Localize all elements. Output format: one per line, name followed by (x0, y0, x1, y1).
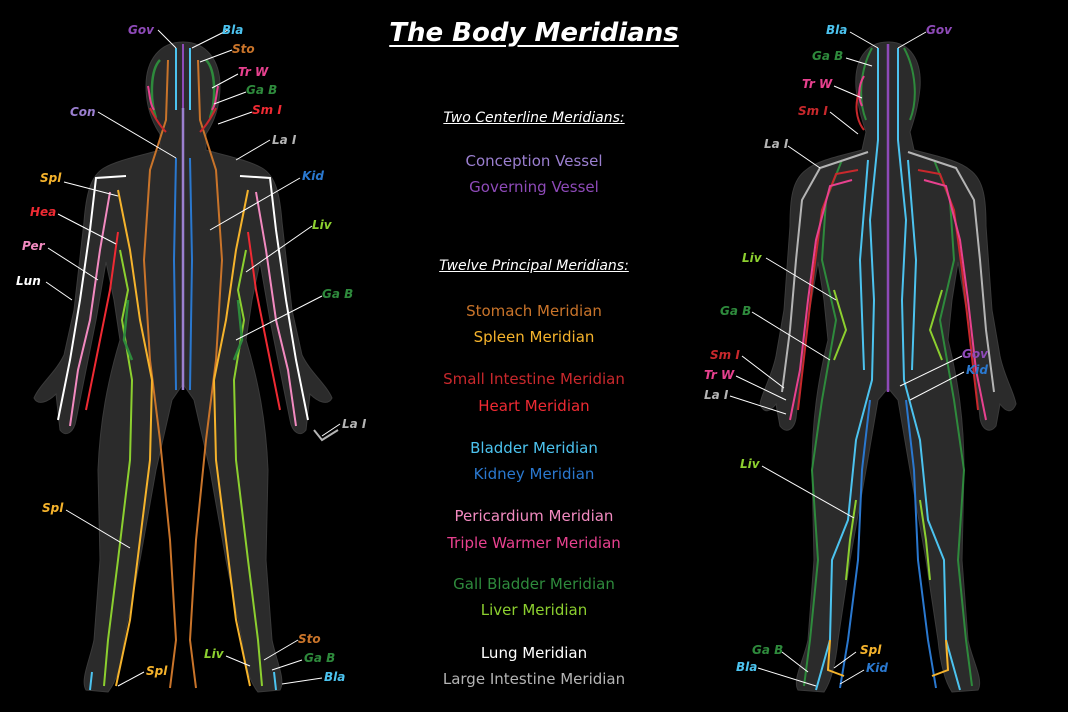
front-labels: Gov Bla Sto Tr W Ga B Sm I Con La I Spl … (16, 23, 367, 684)
front-lung-line-left (57, 175, 127, 421)
front-label-lai: La I (272, 133, 297, 147)
front-label-spl2: Spl (42, 501, 64, 515)
back-label-trw2: Tr W (704, 368, 735, 382)
back-large-intestine-line-right (907, 151, 995, 393)
back-label-spl: Spl (860, 643, 882, 657)
centerline-heading: Two Centerline Meridians: (443, 110, 625, 126)
back-small-intestine-line-right (917, 169, 979, 411)
front-label-hea: Hea (30, 205, 56, 219)
front-large-intestine-hand (313, 429, 339, 442)
back-label-smi: Sm I (798, 104, 828, 118)
back-label-kid2: Kid (866, 661, 888, 675)
back-label-lai: La I (764, 137, 789, 151)
back-kidney-line (839, 399, 937, 689)
front-bladder-line (89, 48, 277, 691)
back-bladder-line (815, 48, 961, 691)
front-pericardium-line-left (69, 191, 111, 427)
front-label-spl3: Spl (146, 664, 168, 678)
legend-kidney: Kidney Meridian (473, 465, 595, 483)
front-label-gab3: Ga B (304, 651, 335, 665)
front-heart-line-left (85, 231, 119, 411)
legend-stomach: Stomach Meridian (466, 302, 602, 320)
front-label-gab2: Ga B (322, 287, 353, 301)
back-label-gab2: Ga B (720, 304, 751, 318)
front-triple-warmer-face (147, 85, 219, 111)
front-label-liv: Liv (312, 218, 333, 232)
back-label-smi2: Sm I (710, 348, 740, 362)
legend-heart: Heart Meridian (478, 397, 590, 415)
back-label-bla: Bla (826, 23, 847, 37)
back-figure (759, 41, 1017, 693)
front-lung-line-right (239, 175, 309, 421)
front-label-sto: Sto (232, 42, 255, 56)
legend-bladder: Bladder Meridian (470, 439, 598, 457)
back-label-liv: Liv (742, 251, 763, 265)
front-stomach-line (142, 59, 224, 689)
back-triple-warmer-line-left (789, 179, 853, 421)
front-small-intestine-face (149, 107, 217, 133)
front-label-sto2: Sto (298, 632, 321, 646)
back-label-bla2: Bla (736, 660, 757, 674)
front-label-trw: Tr W (238, 65, 269, 79)
back-label-gab3: Ga B (752, 643, 783, 657)
diagram-title: The Body Meridians (389, 18, 679, 48)
front-label-spl: Spl (40, 171, 62, 185)
legend-gall-bladder: Gall Bladder Meridian (453, 575, 615, 593)
front-label-bla: Bla (222, 23, 243, 37)
back-label-gov: Gov (926, 23, 953, 37)
legend-triple-warmer: Triple Warmer Meridian (447, 534, 621, 552)
back-small-intestine-line-left (797, 169, 859, 411)
front-label-liv2: Liv (204, 647, 225, 661)
back-label-trw: Tr W (802, 77, 833, 91)
front-kidney-line (172, 157, 194, 391)
back-liver-line (833, 289, 943, 581)
front-label-per: Per (22, 239, 46, 253)
front-gall-bladder-line (122, 59, 244, 361)
front-label-gab: Ga B (246, 83, 277, 97)
back-label-liv2: Liv (740, 457, 761, 471)
front-label-gov: Gov (128, 23, 155, 37)
front-liver-line (103, 249, 263, 687)
front-label-kid: Kid (302, 169, 324, 183)
legend-conception-vessel: Conception Vessel (465, 152, 603, 170)
back-spleen-line (826, 639, 950, 677)
legend-spleen: Spleen Meridian (473, 328, 595, 346)
front-heart-line-right (247, 231, 281, 411)
back-gall-bladder-line (803, 47, 973, 687)
back-label-lai2: La I (704, 388, 729, 402)
legend-pericardium: Pericardium Meridian (454, 507, 614, 525)
back-label-kid: Kid (966, 363, 988, 377)
principal-heading: Twelve Principal Meridians: (439, 258, 629, 274)
front-label-bla2: Bla (324, 670, 345, 684)
legend-liver: Liver Meridian (480, 601, 588, 619)
front-label-con: Con (70, 105, 96, 119)
back-large-intestine-line-left (781, 151, 869, 393)
back-label-gov2: Gov (962, 347, 989, 361)
back-labels: Bla Gov Ga B Tr W Sm I La I Liv Ga B Sm … (704, 23, 989, 675)
front-label-smi: Sm I (252, 103, 282, 117)
legend-governing-vessel: Governing Vessel (469, 178, 599, 196)
front-label-lai2: La I (342, 417, 367, 431)
front-label-lun: Lun (16, 274, 41, 288)
legend-small-intestine: Small Intestine Meridian (443, 370, 625, 388)
back-leader-lines (729, 31, 965, 687)
legend-lung: Lung Meridian (480, 644, 588, 662)
front-leader-lines (45, 29, 341, 687)
back-triple-warmer-line-right (923, 179, 987, 421)
back-label-gab: Ga B (812, 49, 843, 63)
legend-large-intestine: Large Intestine Meridian (442, 670, 626, 688)
back-triple-warmer-head (858, 75, 865, 107)
front-spleen-line (115, 189, 251, 687)
